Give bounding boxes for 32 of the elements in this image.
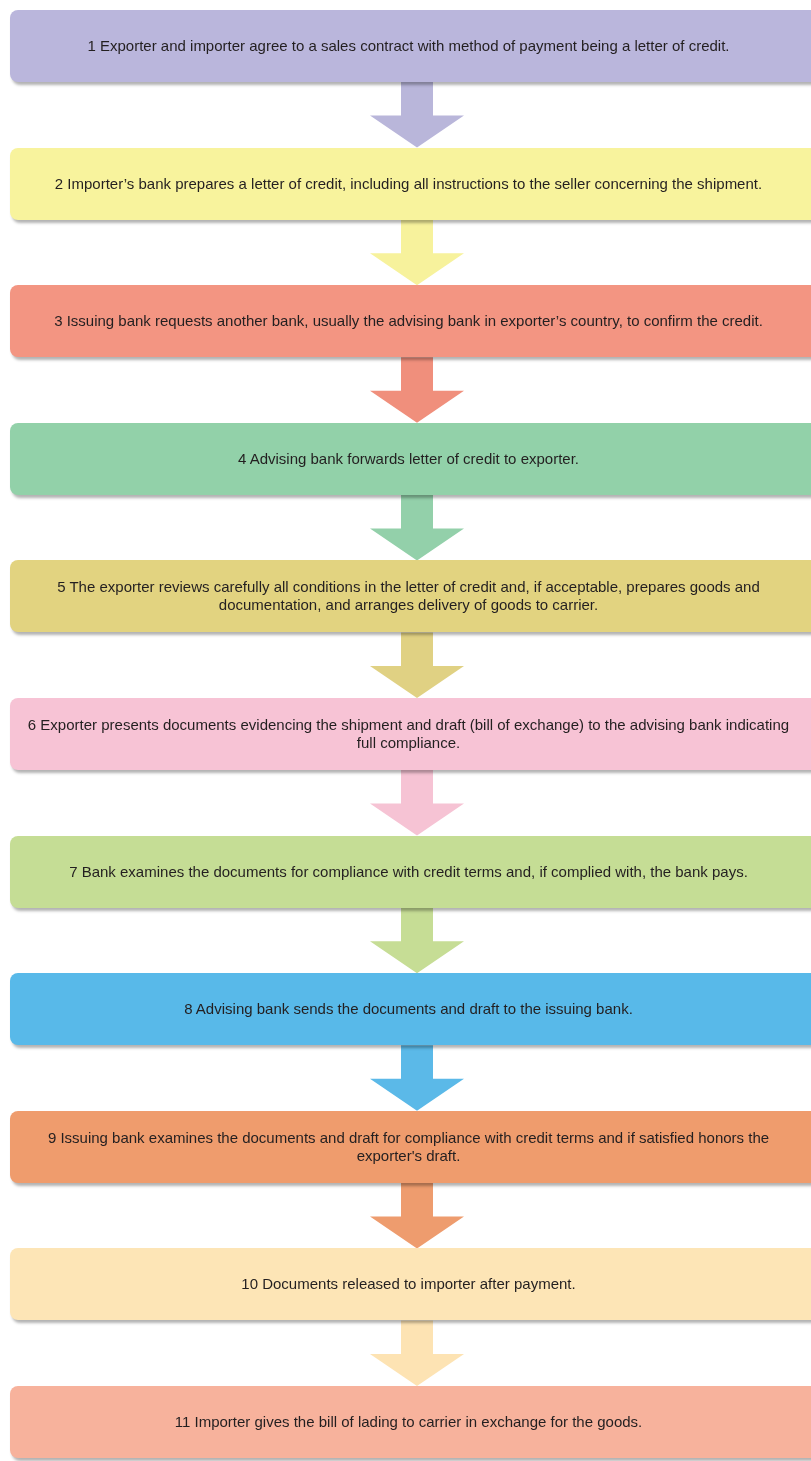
step-box <box>10 1386 811 1458</box>
block-arrow <box>370 82 464 148</box>
step-text: 9 Issuing bank examines the documents and draft for compliance with credit terms and if satisfied honors the exporter's draft. <box>46 1128 771 1165</box>
step-box <box>10 1248 811 1321</box>
block-arrow <box>370 219 464 286</box>
step-box <box>10 1110 811 1183</box>
step-text: 8 Advising bank sends the documents and draft to the issuing bank. <box>184 1000 633 1019</box>
block-arrow <box>370 357 464 423</box>
block-arrow <box>370 1182 464 1249</box>
step-text: 3 Issuing bank requests another bank, usually the advising bank in exporter’s country, to confirm the credit. <box>54 312 763 331</box>
step-text: 2 Importer’s bank prepares a letter of credit, including all instructions to the seller concerning the shipment. <box>54 174 763 193</box>
step-text: 6 Exporter presents documents evidencing the shipment and draft (bill of exchange) to the advising bank indicating full compliance. <box>26 716 791 752</box>
step-text: 5 The exporter reviews carefully all conditions in the letter of credit and, if acceptable, prepares goods and documentation, and arranges delivery of goods to carrier. <box>56 578 761 615</box>
step-text: 4 Advising bank forwards letter of credit to exporter. <box>238 449 579 468</box>
step-box <box>10 285 811 358</box>
step-box <box>10 973 811 1046</box>
step-box <box>10 10 811 82</box>
step-text: 7 Bank examines the documents for compliance with credit terms and, if complied with, the bank pays. <box>69 862 748 881</box>
block-arrow <box>370 1320 464 1386</box>
step-box <box>10 422 811 495</box>
block-arrow <box>370 907 464 974</box>
step-text: 11 Importer gives the bill of lading to carrier in exchange for the goods. <box>174 1413 643 1431</box>
step-box <box>10 835 811 908</box>
block-arrow <box>370 1045 464 1111</box>
step-text: 1 Exporter and importer agree to a sales contract with method of payment being a letter of credit. <box>87 37 730 55</box>
step-box <box>10 147 811 220</box>
step-box <box>10 698 811 770</box>
block-arrow <box>370 494 464 561</box>
step-text: 10 Documents released to importer after payment. <box>241 1275 576 1294</box>
block-arrow <box>370 632 464 698</box>
block-arrow <box>370 770 464 836</box>
step-box <box>10 560 811 633</box>
